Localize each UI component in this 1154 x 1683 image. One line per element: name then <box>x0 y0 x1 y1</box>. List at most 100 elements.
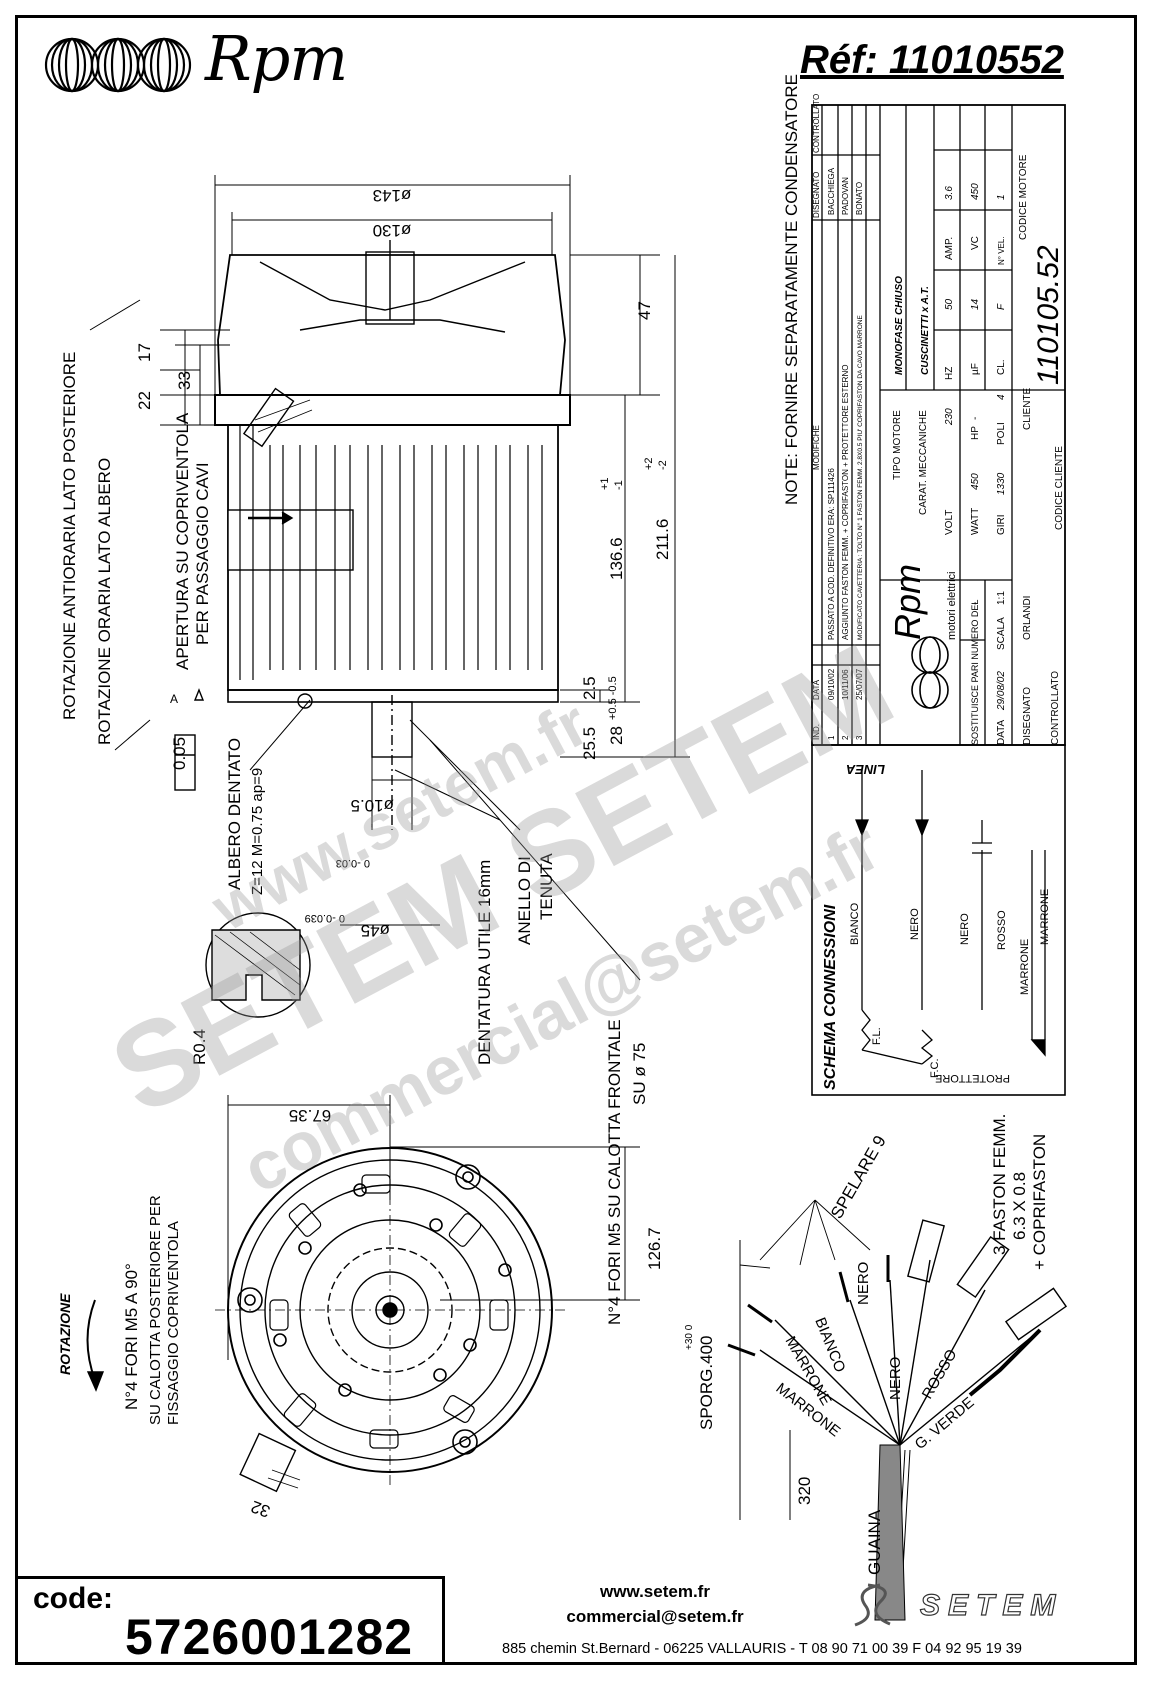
setem-logo: SETEM <box>854 1583 1056 1627</box>
dim-32: 32 <box>248 1497 272 1521</box>
dim-136-tol-up: +1 <box>599 477 611 490</box>
tb-cl-l: CL. <box>996 359 1007 375</box>
tb-poli-l: POLI <box>996 422 1007 445</box>
tb-disegnato: ORLANDI <box>1022 596 1033 640</box>
tb-cl: F <box>996 303 1007 310</box>
label-faston-1: 3 FASTON FEMM. <box>990 1114 1009 1255</box>
motor-front-view <box>215 1135 565 1493</box>
tb-uf: 14 <box>970 298 981 310</box>
dim-136: 136.6 <box>607 537 626 580</box>
tb-hz-l: HZ <box>944 367 955 380</box>
email-link[interactable]: commercial@setem.fr <box>566 1607 744 1626</box>
label-fori-su75: SU ø 75 <box>630 1043 649 1105</box>
tb-watt: 450 <box>970 473 981 490</box>
dim-d45: ø45 <box>361 921 390 940</box>
schema-title: SCHEMA CONNESSIONI <box>822 904 839 1090</box>
tb-vel-l: N° VEL. <box>997 236 1006 265</box>
dim-17: 17 <box>135 343 154 362</box>
tb-codice-cliente-l: CODICE CLIENTE <box>1054 446 1065 530</box>
note-condensatore: NOTE: FORNIRE SEPARATAMENTE CONDENSATORE <box>782 74 801 505</box>
tb-mod-3-n: 3 <box>855 735 864 740</box>
tb-carat-label: CARAT. MECCANICHE <box>918 410 929 515</box>
tb-data-l: DATA <box>996 719 1007 745</box>
dim-sporg-tol: +30 0 <box>684 1324 695 1350</box>
dim-d130: ø130 <box>373 221 412 240</box>
schema-nero-2: NERO <box>959 913 971 945</box>
dim-211: 211.6 <box>653 519 672 560</box>
tb-mod-2-date: 10/11/06 <box>841 669 850 700</box>
tb-logo: Rpm <box>887 564 928 640</box>
dim-67-35: 67.35 <box>289 1106 332 1125</box>
dim-2-5-tol: +0.5 -0.5 <box>607 676 619 720</box>
dim-320: 320 <box>795 1477 814 1505</box>
tb-tipo-value: MONOFASE CHIUSO <box>894 276 905 375</box>
motor-side-view <box>214 240 571 830</box>
dim-d10-tol: 0 -0.03 <box>336 857 370 869</box>
code-box <box>15 1576 445 1665</box>
tb-amp: 3.6 <box>944 186 955 200</box>
label-fori-fissaggio: FISSAGGIO COPRIVENTOLA <box>165 1221 182 1425</box>
company-address: 885 chemin St.Bernard - 06225 VALLAURIS … <box>502 1641 1022 1657</box>
title-logo-coils <box>911 636 949 709</box>
tb-carat-value: CUSCINETTI x A.T. <box>920 286 931 375</box>
label-faston-2: 6.3 X 0.8 <box>1010 1172 1029 1240</box>
tb-mod-1-date: 09/10/02 <box>827 668 836 700</box>
brand-name: Rpm <box>205 22 348 95</box>
wire-marrone-1: MARRONE <box>773 1380 844 1441</box>
tb-mod-1-by: BACCHIEGA <box>827 167 836 215</box>
tb-hp: - <box>970 417 981 420</box>
dim-2-5: 2.5 <box>580 676 599 700</box>
drawing-frame <box>15 15 1137 1665</box>
product-code: 5726001282 <box>125 1609 414 1665</box>
tb-mod-2-text: AGGIUNTO FASTON FEMM. + COPRIFASTON + PR… <box>841 365 850 640</box>
label-fori-posteriore: SU CALOTTA POSTERIORE PER <box>147 1195 164 1425</box>
dim-25-5: 25.5 <box>580 727 599 760</box>
tb-mod-1-n: 1 <box>827 735 836 740</box>
detail-r04 <box>205 912 311 1018</box>
tb-data: 29/08/02 <box>996 671 1007 711</box>
label-guaina: GUAINA <box>865 1509 884 1575</box>
schema-nero-1: NERO <box>909 908 921 940</box>
tb-giri: 1330 <box>996 472 1007 495</box>
tb-codice-motore-l: CODICE MOTORE <box>1018 154 1029 240</box>
website-link[interactable]: www.setem.fr <box>600 1582 710 1601</box>
tb-head-data: DATA <box>812 679 821 700</box>
cable-harness <box>727 1199 1068 1621</box>
dim-sporg: SPORG.400 <box>697 1336 716 1431</box>
dim-33: 33 <box>175 371 194 390</box>
tb-hp-l: HP <box>970 426 981 440</box>
dim-28: 28 <box>607 726 626 745</box>
tb-codice-motore: 110105.52 <box>1032 245 1065 385</box>
tb-head-ctrl: CONTROLLATO <box>812 94 821 153</box>
datum-a: A <box>170 692 178 706</box>
tb-vc: 450 <box>970 183 981 200</box>
tb-sost-l: SOSTITUISCE PARI NUMERO DEL <box>970 600 980 745</box>
schema-protettore: PROTETTORE <box>935 1072 1010 1084</box>
wire-g-verde: G. VERDE <box>912 1394 978 1453</box>
reference-number: Réf: 11010552 <box>800 38 1064 82</box>
label-albero-2: Z=12 M=0.75 ap=9 <box>249 768 266 895</box>
schema-fl: F.L. <box>871 1027 883 1045</box>
rpm-logo <box>44 37 192 93</box>
label-albero-1: ALBERO DENTATO <box>225 738 244 890</box>
label-apertura-2: PER PASSAGGIO CAVI <box>193 462 212 645</box>
tb-mod-3-text: MODIFICATO CAVETTERIA : TOLTO N° 1 FASTO… <box>856 315 864 640</box>
schema-bianco: BIANCO <box>849 902 861 945</box>
wire-nero-1: NERO <box>855 1262 872 1305</box>
tb-cliente-l: CLIENTE <box>1022 387 1033 430</box>
tb-vel: 1 <box>996 194 1007 200</box>
dim-22: 22 <box>135 391 154 410</box>
tb-mod-3-by: BONATO <box>855 182 864 215</box>
tb-logo-sub: motori elettrici <box>946 572 958 640</box>
dim-d45-tol: 0 -0.039 <box>305 912 345 924</box>
code-label: code: <box>33 1582 114 1615</box>
dim-211-tol-down: -2 <box>657 460 669 470</box>
tb-head-dis: DISEGNATO <box>812 172 821 218</box>
label-fori-90: N°4 FORI M5 A 90° <box>122 1263 141 1410</box>
dimension-lines <box>89 175 791 1520</box>
label-rotazione: ROTAZIONE <box>57 1293 73 1375</box>
title-block <box>811 104 1066 746</box>
tb-volt-l: VOLT <box>944 510 955 535</box>
tb-uf-l: µF <box>970 363 981 375</box>
dim-136-tol-down: -1 <box>613 480 625 490</box>
